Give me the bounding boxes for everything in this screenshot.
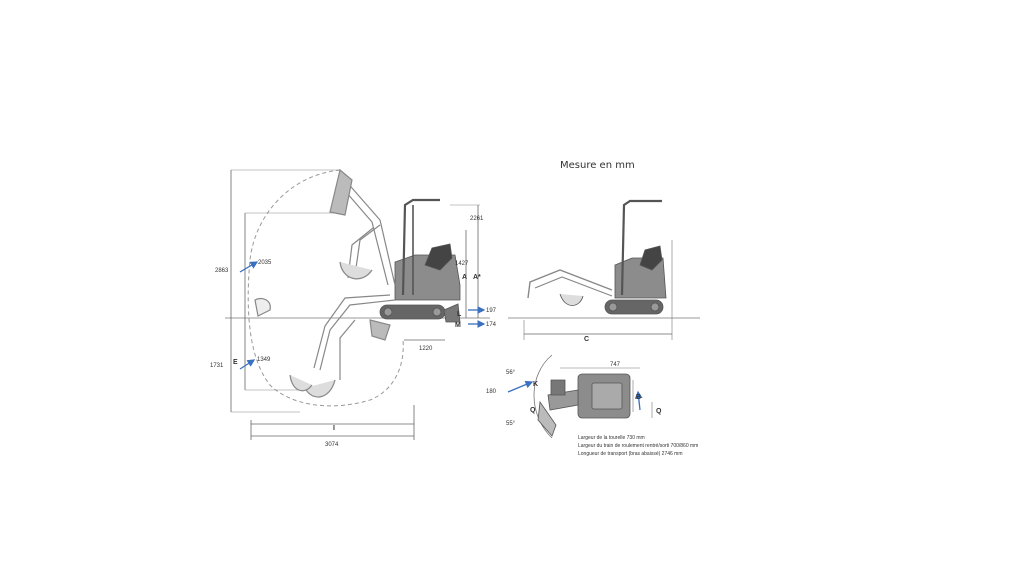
reach-envelope	[247, 169, 404, 407]
dim-1220: 1220	[419, 346, 433, 352]
boom-raised	[329, 168, 396, 286]
label-I: I	[333, 425, 335, 432]
dim-2863: 2863	[215, 268, 229, 274]
angle-55: 55°	[506, 421, 516, 427]
side-view: 2863 2035 2261 1427 1731 1349 3074 1220 …	[210, 168, 497, 448]
note-1: Largeur de la tourelle 730 mm	[578, 435, 645, 441]
label-E: E	[233, 359, 238, 366]
label-L: L	[457, 311, 462, 318]
dim-1349: 1349	[257, 357, 271, 363]
excavator-top	[537, 373, 631, 437]
excavator-side	[379, 198, 461, 323]
label-A-star: A*	[473, 274, 481, 281]
page-title: Mesure en mm	[560, 160, 635, 171]
swing-arc	[533, 354, 553, 439]
front-view: C	[508, 199, 700, 343]
label-C: C	[584, 336, 589, 343]
top-view: 747 56° 180 55° K Q B Q Largeur de la to…	[486, 354, 698, 457]
dim-747: 747	[610, 362, 621, 368]
angle-180: 180	[486, 389, 497, 395]
label-A: A	[462, 274, 467, 281]
label-K: K	[533, 381, 538, 388]
note-2: Largeur du train de roulement rentré/sor…	[578, 443, 698, 449]
label-Q-right: Q	[656, 408, 662, 415]
label-B: B	[636, 394, 641, 401]
dim-197: 197	[486, 308, 497, 314]
dim-3074: 3074	[325, 442, 339, 448]
angle-56: 56°	[506, 370, 516, 376]
boom-lowered	[254, 294, 396, 398]
excavator-transport	[527, 199, 667, 315]
note-3: Longueur de transport (bras abaissé) 274…	[578, 451, 683, 457]
dim-1731: 1731	[210, 363, 224, 369]
label-Q-left: Q	[530, 407, 536, 414]
dim-1427: 1427	[455, 261, 469, 267]
dim-2035: 2035	[258, 260, 272, 266]
dim-174: 174	[486, 322, 497, 328]
label-M: M	[455, 322, 461, 329]
dim-2261: 2261	[470, 216, 484, 222]
